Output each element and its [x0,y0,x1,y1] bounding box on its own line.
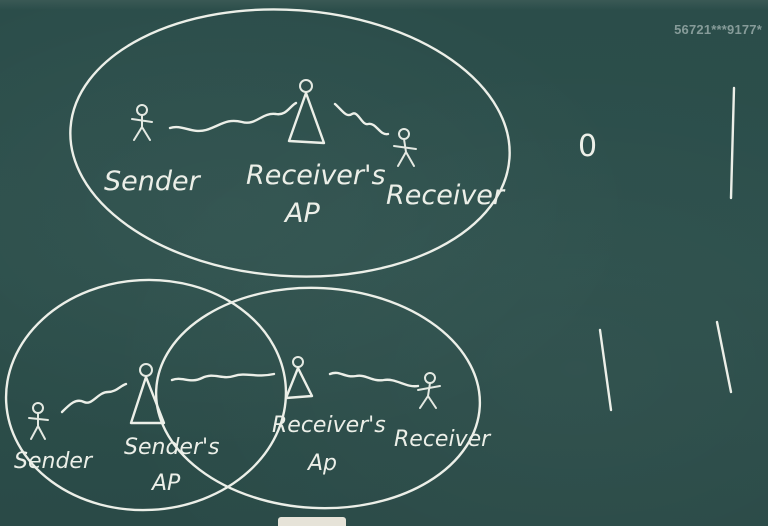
top-receiver-icon [393,128,417,167]
bottom-sender-ap-icon [129,363,166,425]
top-ap-label-line2: AP [283,198,320,229]
top-sender-label: Sender [104,166,202,197]
svg-text:1: 1 [726,113,745,148]
top-receiver-label: Receiver [386,180,506,211]
bottom-receiver-ap-icon [284,356,314,400]
side-mark-top-left: 0 [578,129,597,164]
svg-text:1: 1 [598,343,617,378]
bottom-signal-wave-2 [170,372,276,382]
board-top-edge [0,0,768,10]
top-receiver-ap-icon [287,79,326,145]
bottom-receiver-ap-label-line2: Ap [306,451,337,476]
bottom-sender-icon [28,402,49,440]
top-signal-wave-2 [333,102,390,136]
bottom-receiver-icon [417,372,441,409]
side-mark-bottom-right: 1 [715,320,735,394]
chalk-tray-eraser [278,517,346,526]
bottom-sender-ap-label-line1: Sender's [124,435,220,460]
top-sender-icon [131,104,153,141]
bottom-signal-wave-3 [328,371,420,388]
top-signal-wave-1 [168,101,298,133]
top-ap-label-line1: Receiver's [246,160,386,191]
bottom-signal-wave-1 [60,382,128,414]
bottom-sender-ap-coverage-circle [4,278,288,512]
side-mark-bottom-left: 1 [598,328,617,412]
bottom-sender-label: Sender [14,449,94,474]
side-mark-top-right: 1 [726,86,745,200]
bottom-receiver-ap-coverage-circle [154,286,482,510]
bottom-receiver-label: Receiver [394,427,492,452]
bottom-sender-ap-label-line2: AP [150,471,181,496]
svg-text:1: 1 [716,333,735,368]
top-coverage-circle [69,8,511,278]
bottom-receiver-ap-label-line1: Receiver's [272,413,386,438]
watermark-text: 56721***9177* [674,22,762,37]
